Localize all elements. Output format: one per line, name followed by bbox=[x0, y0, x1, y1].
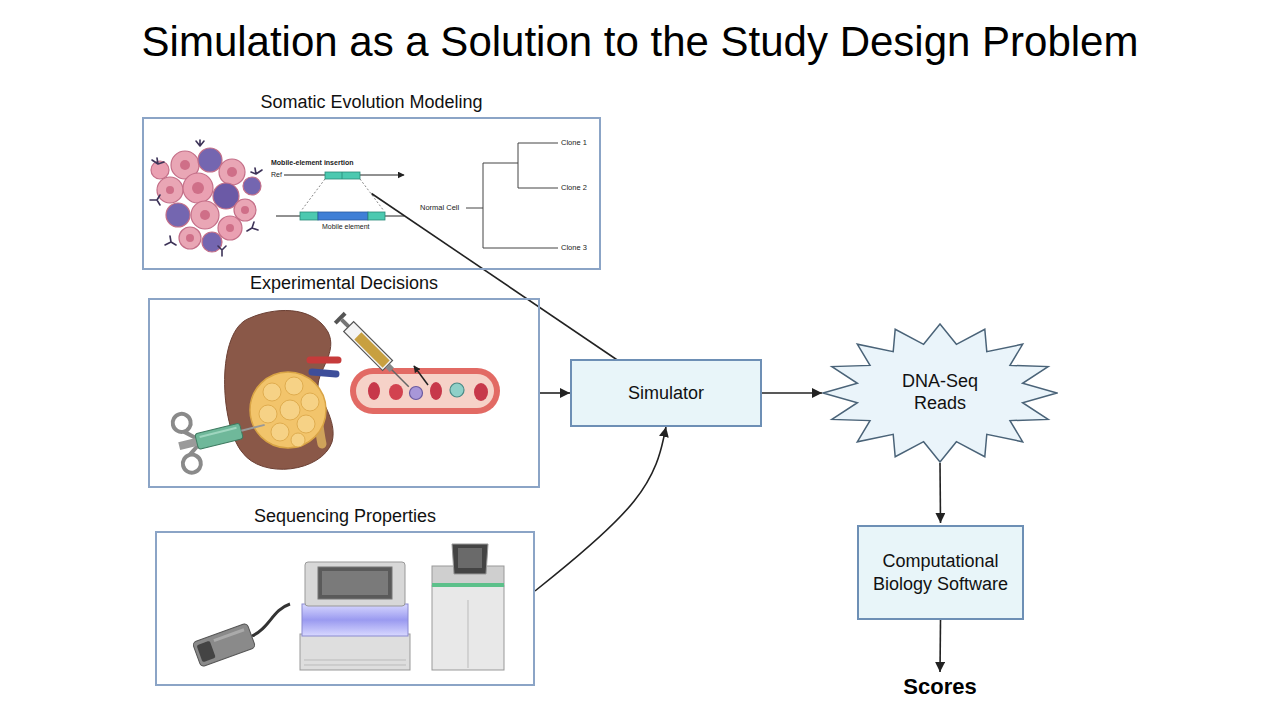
flow-arrow bbox=[535, 427, 666, 591]
flow-arrow bbox=[762, 392, 822, 394]
blood-vessel bbox=[350, 368, 500, 414]
biopsy-needle bbox=[171, 395, 272, 475]
process-box: Computational Biology Software bbox=[857, 525, 1024, 620]
box-label: Computational Biology Software bbox=[865, 550, 1016, 595]
sequencing-panel: Sequencing Properties bbox=[155, 531, 535, 686]
portable-sequencer bbox=[192, 604, 290, 667]
production-sequencer bbox=[432, 544, 504, 670]
result-text: Scores bbox=[880, 674, 1000, 716]
syringe bbox=[334, 312, 414, 392]
figure-label: Normal Cell bbox=[420, 204, 459, 212]
evolution-panel: Somatic Evolution Modeling bbox=[142, 117, 601, 270]
figure-label: Mobile-element insertion bbox=[271, 159, 353, 166]
kidney-illustration bbox=[225, 310, 338, 469]
benchtop-sequencer bbox=[300, 562, 410, 670]
figure-label: Mobile element bbox=[322, 223, 369, 230]
sampling-arrow bbox=[414, 366, 428, 385]
figure-label: Clone 2 bbox=[561, 184, 587, 192]
figure-label: Clone 1 bbox=[561, 139, 587, 147]
flow-arrow bbox=[939, 463, 941, 523]
figure-label: Clone 3 bbox=[561, 244, 587, 252]
result-label: Scores bbox=[903, 674, 976, 700]
diagram-title: Simulation as a Solution to the Study De… bbox=[0, 18, 1280, 66]
panel-heading: Experimental Decisions bbox=[150, 273, 538, 294]
panel-heading: Somatic Evolution Modeling bbox=[144, 92, 599, 113]
process-box: Simulator bbox=[570, 359, 762, 427]
experiment-panel: Experimental Decisions bbox=[148, 298, 540, 488]
box-label: Simulator bbox=[628, 382, 704, 405]
star-shape bbox=[823, 324, 1057, 462]
flow-arrow bbox=[939, 620, 941, 672]
panel-heading: Sequencing Properties bbox=[157, 506, 533, 527]
tumor-cell-cluster bbox=[150, 140, 262, 256]
clone-tree bbox=[466, 143, 558, 248]
figure-label: Ref bbox=[271, 171, 282, 178]
flow-arrow bbox=[540, 392, 570, 394]
mobile-element-insertion-figure bbox=[276, 172, 404, 220]
output-star: DNA-Seq Reads bbox=[822, 323, 1058, 463]
star-label: DNA-Seq Reads bbox=[890, 371, 990, 414]
